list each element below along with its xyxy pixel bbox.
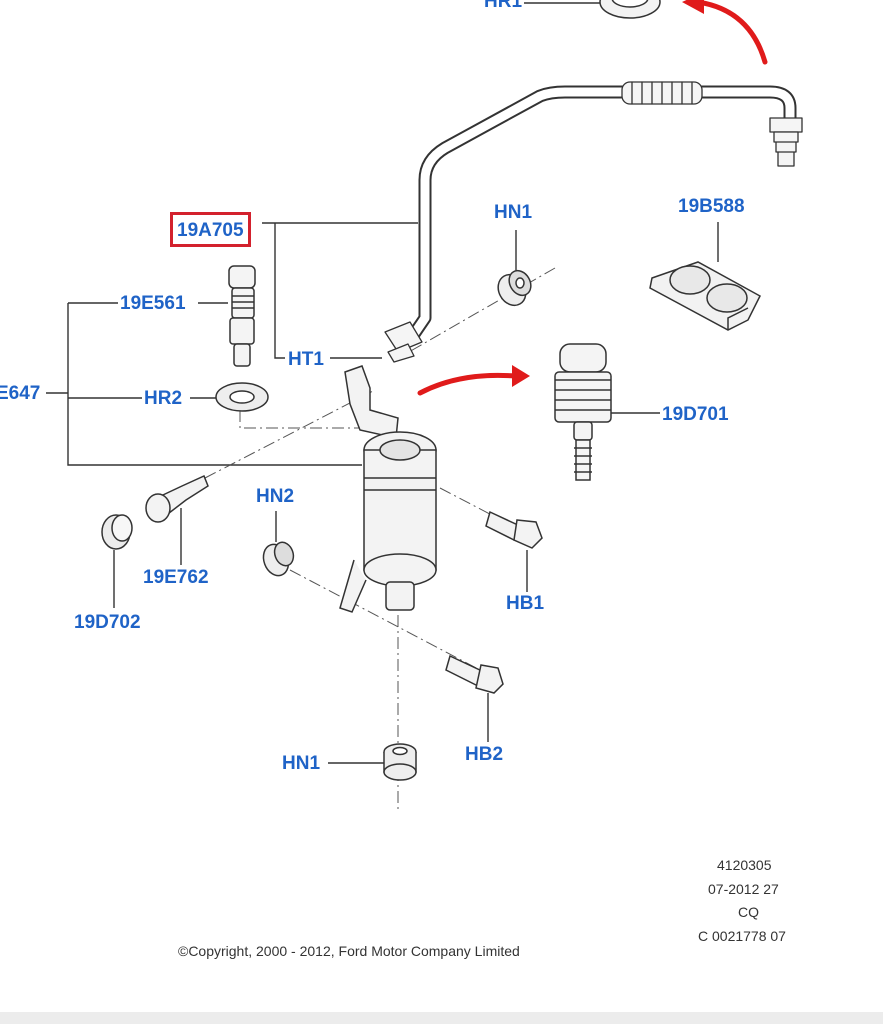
sensor-19d701-part (554, 343, 612, 481)
callout-hn1-bottom: HN1 (282, 753, 321, 774)
leader-e647 (46, 303, 362, 466)
callout-ht1: HT1 (288, 349, 324, 370)
bolt-hb2-part (445, 654, 504, 694)
reference-code: CQ (738, 904, 759, 920)
reference-id: C 0021778 07 (698, 928, 786, 944)
reference-number: 4120305 (717, 857, 772, 873)
bottom-bar (0, 1012, 883, 1024)
centerline-hn2 (289, 569, 481, 671)
callout-19b588: 19B588 (678, 196, 745, 217)
callout-19e561: 19E561 (120, 293, 186, 314)
callout-hr1-top: HR1 (484, 0, 523, 12)
bolt-hb1-part (485, 510, 543, 549)
red-arrow-top (695, 0, 768, 65)
hn2-grommet-part (262, 541, 295, 577)
callout-hb2: HB2 (465, 744, 504, 765)
red-arrow-middle (417, 372, 518, 396)
hr1-washer-part (599, 0, 661, 19)
hose-19a705-part (384, 81, 803, 363)
callout-hb1: HB1 (506, 593, 545, 614)
callout-hn2: HN2 (256, 486, 295, 507)
centerline-hb1 (439, 487, 531, 536)
callout-hn1-top: HN1 (494, 202, 533, 223)
copyright-notice: ©Copyright, 2000 - 2012, Ford Motor Comp… (178, 943, 520, 959)
hn1-nut-bottom-part (383, 743, 417, 781)
valve-19e561-part (228, 265, 256, 367)
callout-19e762: 19E762 (143, 567, 209, 588)
centerline-hr2 (239, 410, 380, 429)
hn1-grommet-top-part (497, 269, 532, 307)
hr2-washer-part (215, 382, 269, 412)
red-arrowhead-top (682, 0, 704, 14)
filter-assembly-part (339, 365, 437, 613)
callout-19d701: 19D701 (662, 404, 729, 425)
leader-19a705 (262, 222, 418, 359)
red-arrowhead-middle (512, 365, 530, 387)
reference-date: 07-2012 27 (708, 881, 779, 897)
plug-19e762-part (145, 474, 209, 523)
centerline-19e762 (204, 389, 376, 479)
callout-19d702: 19D702 (74, 612, 141, 633)
callout-19a705: 19A705 (170, 212, 251, 247)
callout-e647: E647 (0, 383, 41, 404)
cap-19d702-part (101, 514, 133, 550)
callout-hr2: HR2 (144, 388, 183, 409)
bracket-19b588-part (649, 261, 761, 331)
